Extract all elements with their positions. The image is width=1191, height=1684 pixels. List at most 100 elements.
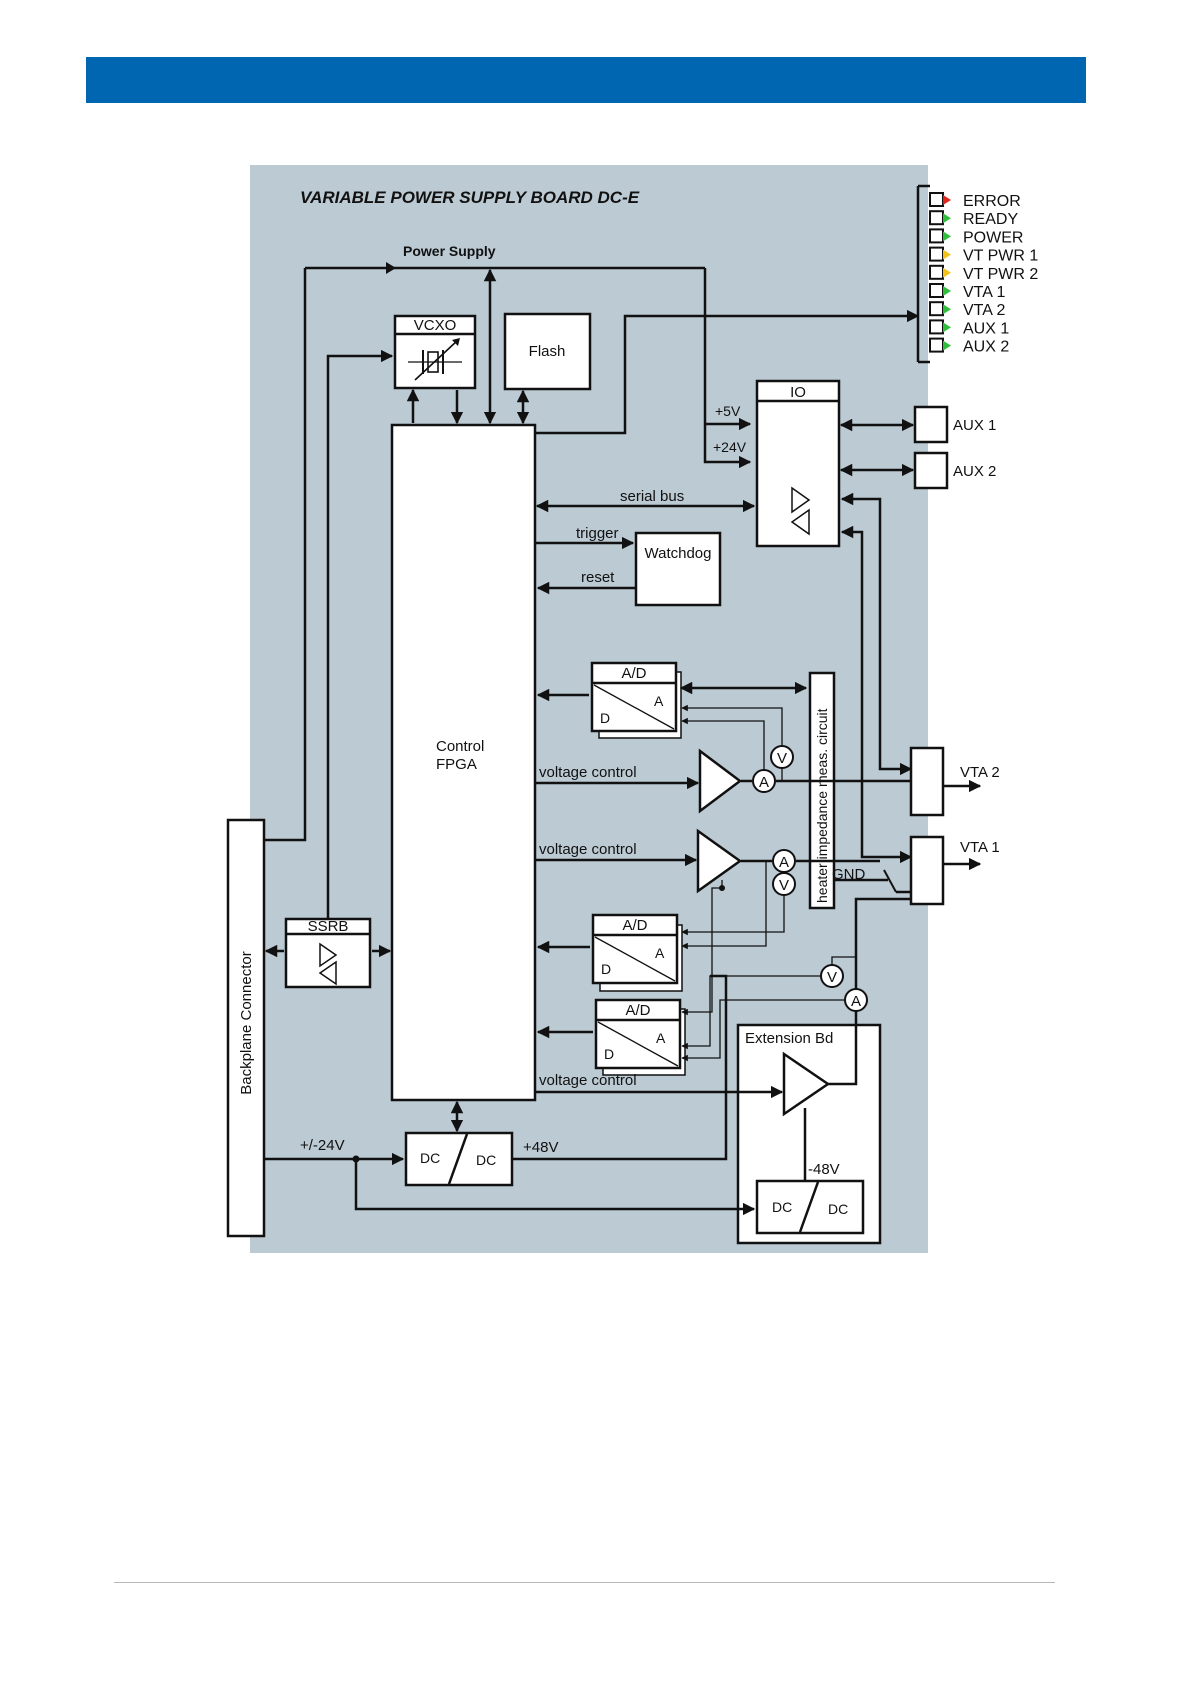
ad2-label: A/D [622, 917, 647, 934]
amplifier-1 [698, 748, 743, 814]
serial-bus-label: serial bus [620, 488, 684, 505]
ad3-label: A/D [625, 1002, 650, 1019]
backplane-connector: Backplane Connector [226, 818, 266, 1238]
ammeter-1: A [752, 769, 776, 793]
led-item: VT PWR 1 [929, 246, 1038, 265]
amplifier-2 [696, 828, 743, 894]
led-item: AUX 1 [929, 319, 1009, 337]
trigger-label: trigger [576, 525, 619, 542]
vta1-label: VTA 1 [960, 839, 1000, 856]
control-fpga-block: Control FPGA [390, 423, 537, 1102]
ad2-a-label: A [655, 945, 665, 961]
dc1-label-out: DC [476, 1152, 496, 1168]
vta1-output-block: VTA 1 [909, 835, 1000, 906]
plus5v-label: +5V [715, 403, 741, 419]
aux1-label: AUX 1 [953, 417, 996, 434]
led-item: READY [929, 210, 1018, 228]
vcxo-label: VCXO [414, 317, 457, 334]
led-socket [929, 210, 944, 226]
ssrb-label: SSRB [308, 918, 349, 935]
backplane-label: Backplane Connector [238, 951, 255, 1094]
led-indicator-icon [943, 231, 951, 242]
ad3-a-label: A [656, 1030, 666, 1046]
ammeter-3-label: A [851, 993, 861, 1010]
ad3-d-label: D [604, 1046, 614, 1062]
ammeter-3: A [844, 988, 868, 1012]
voltmeter-1: V [770, 745, 794, 769]
led-item: AUX 2 [929, 337, 1009, 356]
led-label: VTA 2 [963, 302, 1005, 319]
led-socket [929, 264, 944, 280]
dc-dc-converter-2: DC DC [755, 1179, 865, 1235]
pm24v-label: +/-24V [300, 1137, 345, 1154]
ad2-d-label: D [601, 961, 611, 977]
control-fpga-label-1: Control [436, 738, 484, 755]
heater-measurement-block: heater impedance meas. circuit [808, 671, 836, 910]
extension-board: Extension Bd voltage control -48V DC DC [536, 1010, 882, 1245]
header-bar [86, 57, 1086, 103]
dc2-label-out: DC [828, 1201, 848, 1217]
ad-converter-1: A/D A D [590, 661, 682, 739]
footer-rule [114, 1582, 1055, 1583]
vcxo-block: VCXO [393, 314, 477, 390]
transceiver-icon [790, 486, 811, 536]
led-indicator-icon [943, 249, 951, 260]
voltmeter-2: V [772, 872, 796, 896]
led-label: POWER [963, 229, 1023, 246]
ammeter-1-label: A [759, 774, 769, 791]
minus48v-label: -48V [808, 1161, 840, 1178]
board-title: VARIABLE POWER SUPPLY BOARD DC-E [300, 188, 640, 207]
plus24v-label: +24V [713, 439, 747, 455]
led-indicator-icon [943, 304, 951, 315]
crystal-icon [408, 338, 462, 381]
dc1-label-in: DC [420, 1150, 440, 1166]
led-item: POWER [929, 228, 1023, 246]
ad1-d-label: D [600, 710, 610, 726]
led-label: VT PWR 2 [963, 266, 1038, 283]
ammeter-2: A [772, 849, 796, 873]
flash-label: Flash [529, 343, 566, 360]
dc-dc-converter-1: DC DC [404, 1131, 514, 1187]
aux1-connector: AUX 1 [913, 405, 996, 444]
led-socket [929, 337, 944, 353]
led-item: VT PWR 2 [929, 264, 1038, 283]
voltmeter-2-label: V [779, 877, 789, 894]
led-socket [929, 301, 944, 317]
voltage-control-label-2: voltage control [539, 841, 637, 858]
led-socket [929, 283, 944, 298]
heater-label: heater impedance meas. circuit [814, 708, 830, 903]
dc2-label-in: DC [772, 1199, 792, 1215]
voltmeter-1-label: V [777, 750, 787, 767]
led-label: AUX 1 [963, 320, 1009, 337]
led-socket [929, 192, 944, 207]
plus48v-label: +48V [523, 1139, 558, 1156]
transceiver-icon-ssrb [318, 942, 338, 986]
amplifier-3 [782, 1051, 831, 1117]
led-socket [929, 319, 944, 335]
led-indicator-icon [943, 286, 951, 296]
ad1-a-label: A [654, 693, 664, 709]
ad-converter-3: A/D A D [594, 998, 686, 1076]
io-block: IO [755, 379, 841, 548]
flash-block: Flash [503, 312, 592, 391]
led-label: VTA 1 [963, 284, 1005, 301]
aux2-label: AUX 2 [953, 463, 996, 480]
led-socket [929, 246, 944, 262]
led-indicator-icon [943, 322, 951, 333]
vta2-label: VTA 2 [960, 764, 1000, 781]
watchdog-block: Watchdog [634, 531, 722, 607]
led-indicator-icon [943, 267, 951, 278]
power-supply-label: Power Supply [403, 243, 496, 259]
led-indicator-icon [943, 340, 951, 351]
voltmeter-3-label: V [827, 969, 837, 986]
voltage-control-label-3: voltage control [539, 1072, 637, 1089]
ammeter-2-label: A [779, 854, 789, 871]
control-fpga-label-2: FPGA [436, 756, 477, 773]
aux2-connector: AUX 2 [913, 451, 996, 490]
led-item: VTA 1 [929, 283, 1005, 301]
ad-converter-2: A/D A D [591, 913, 683, 992]
reset-label: reset [581, 569, 615, 586]
led-item: ERROR [929, 192, 1021, 210]
